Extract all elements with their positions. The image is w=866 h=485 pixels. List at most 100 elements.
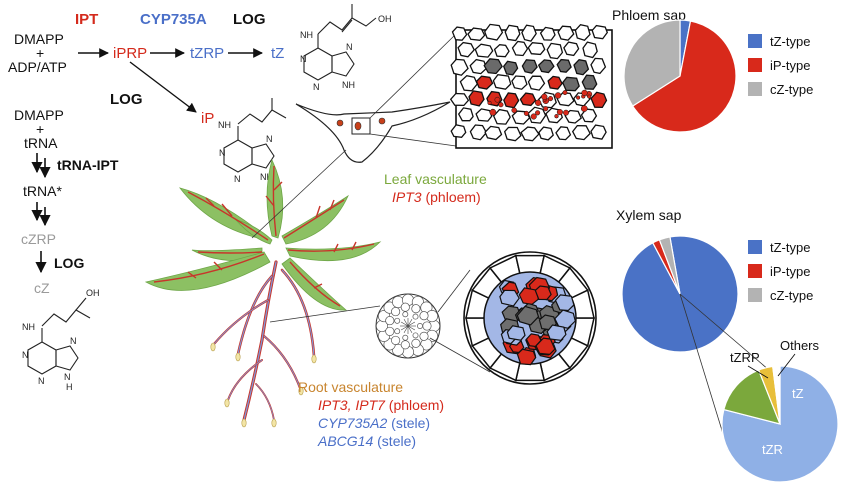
leaf-cell (571, 124, 591, 141)
endodermis-cell (514, 362, 546, 382)
root-cell (400, 302, 410, 312)
tz-n7-atom: N (346, 42, 353, 52)
log-enzyme-label-top: LOG (233, 11, 266, 28)
phloem-cell (547, 96, 554, 102)
adp-atp-label: ADP/ATP (8, 59, 67, 75)
xylem-legend: tZ-type iP-type cZ-type (748, 240, 813, 303)
pie2-slice-others (772, 365, 781, 425)
leaf-cell (503, 126, 522, 142)
root-cell (417, 323, 423, 329)
plus-label-2: + (36, 121, 44, 137)
iprp-label: iPRP (113, 45, 147, 62)
root-gene-line-2: CYP735A2 (stele) (318, 415, 430, 431)
cz-h-atom: H (66, 382, 73, 392)
leaf-cell (450, 58, 469, 76)
leaf-cell (561, 76, 580, 92)
leaf-cell (469, 58, 488, 75)
leaf-veins (153, 165, 375, 307)
ipt-enzyme-label: IPT (75, 11, 98, 28)
phloem-cell (487, 100, 492, 105)
dmapp-label-1: DMAPP (14, 31, 64, 47)
leaf-cell (573, 58, 590, 76)
root-cross-section (375, 269, 491, 373)
leaf-cell (475, 108, 493, 122)
breakdown-label-tz: tZ (792, 386, 804, 401)
leaf-cell (493, 44, 510, 58)
leaf-cross-section (295, 33, 457, 163)
leaf-cell (469, 124, 488, 141)
phloem-cell (489, 108, 497, 116)
leaf-cell (527, 42, 546, 56)
leaf-cell (459, 74, 479, 92)
biosynthesis-pathway: IPT CYP735A LOG DMAPP + ADP/ATP iPRP tZR… (8, 11, 284, 296)
breakdown-label-tzrp: tZRP (730, 350, 760, 365)
log-enzyme-label-mid: LOG (110, 91, 143, 108)
phloem-sap-chart: Phloem sap tZ-type iP-type cZ-type (612, 7, 813, 133)
breakdown-label-tzr: tZR (762, 442, 783, 457)
cz-label: cZ (34, 280, 50, 296)
root-cell (385, 316, 395, 326)
phloem-legend-cz: cZ-type (770, 82, 813, 97)
root-gene-ipt3-ipt7: IPT3, IPT7 (318, 397, 386, 413)
phloem-legend-tz: tZ-type (770, 34, 810, 49)
root-gene-cyp-location: (stele) (387, 415, 430, 431)
leaf-cell (474, 43, 494, 58)
root-cell (412, 313, 419, 320)
tz-structure (303, 4, 377, 81)
xylem-legend-tz: tZ-type (770, 240, 810, 255)
root-cell (402, 311, 409, 318)
root-cell (411, 304, 421, 314)
tz-nh-atom: NH (300, 30, 313, 40)
phloem-cell (498, 102, 504, 108)
stele-cell (499, 289, 520, 307)
leaf-cell (492, 108, 511, 125)
breakdown-label-others: Others (780, 338, 820, 353)
czrp-label: cZRP (21, 231, 56, 247)
leaf-cell (527, 75, 546, 91)
phloem-cell (541, 93, 548, 100)
root-cell (392, 343, 405, 357)
pie0-slice-cz-type (623, 19, 681, 107)
phloem-cell (581, 89, 588, 97)
leaf-cell (581, 74, 598, 90)
phloem-legend: tZ-type iP-type cZ-type (748, 34, 813, 97)
leaf-cell (538, 126, 554, 141)
leaf-cell (591, 24, 609, 40)
tz-structure-atoms: NH OH N N N NH (300, 14, 392, 92)
leaf-cell (468, 90, 485, 107)
ip-structure-atoms: NH N N N NH (218, 120, 273, 184)
leaf-cell (521, 24, 537, 42)
log-enzyme-label-low: LOG (54, 255, 84, 271)
xylem-zoom-line-2 (679, 293, 729, 451)
cz-n3-atom: N (38, 376, 45, 386)
stele-mesh (400, 325, 409, 331)
leaf-cell (547, 75, 563, 90)
tz-n1-atom: N (300, 54, 307, 64)
leaf-cell (563, 41, 580, 57)
root-cell (394, 317, 401, 324)
trna-label: tRNA (24, 135, 58, 151)
stele-cell (534, 285, 552, 301)
root-cell (385, 326, 395, 336)
leaf-cell (520, 126, 540, 142)
leaf-cell (590, 91, 608, 109)
leaf-cell (492, 74, 512, 90)
stele-cell (525, 333, 542, 348)
phloem-cell (511, 107, 517, 114)
leaf-vasculature-title: Leaf vasculature (384, 171, 487, 187)
phloem-legend-swatch-tz (748, 34, 762, 48)
trna-ipt-enzyme-label: tRNA-IPT (57, 157, 119, 173)
leaf-cell (537, 59, 555, 74)
xylem-legend-swatch-tz (748, 240, 762, 254)
leaf-cell (519, 92, 537, 107)
ip-nh-atom: NH (218, 120, 231, 130)
leaf-cell (546, 42, 564, 60)
phloem-cell (576, 95, 581, 100)
stele-cell (516, 305, 540, 326)
root-gene-abcg-location: (stele) (373, 433, 416, 449)
endodermis-cell (514, 254, 546, 274)
phloem-sap-title: Phloem sap (612, 7, 686, 23)
leaf-cell (590, 57, 607, 75)
leaf-cell (483, 58, 503, 75)
